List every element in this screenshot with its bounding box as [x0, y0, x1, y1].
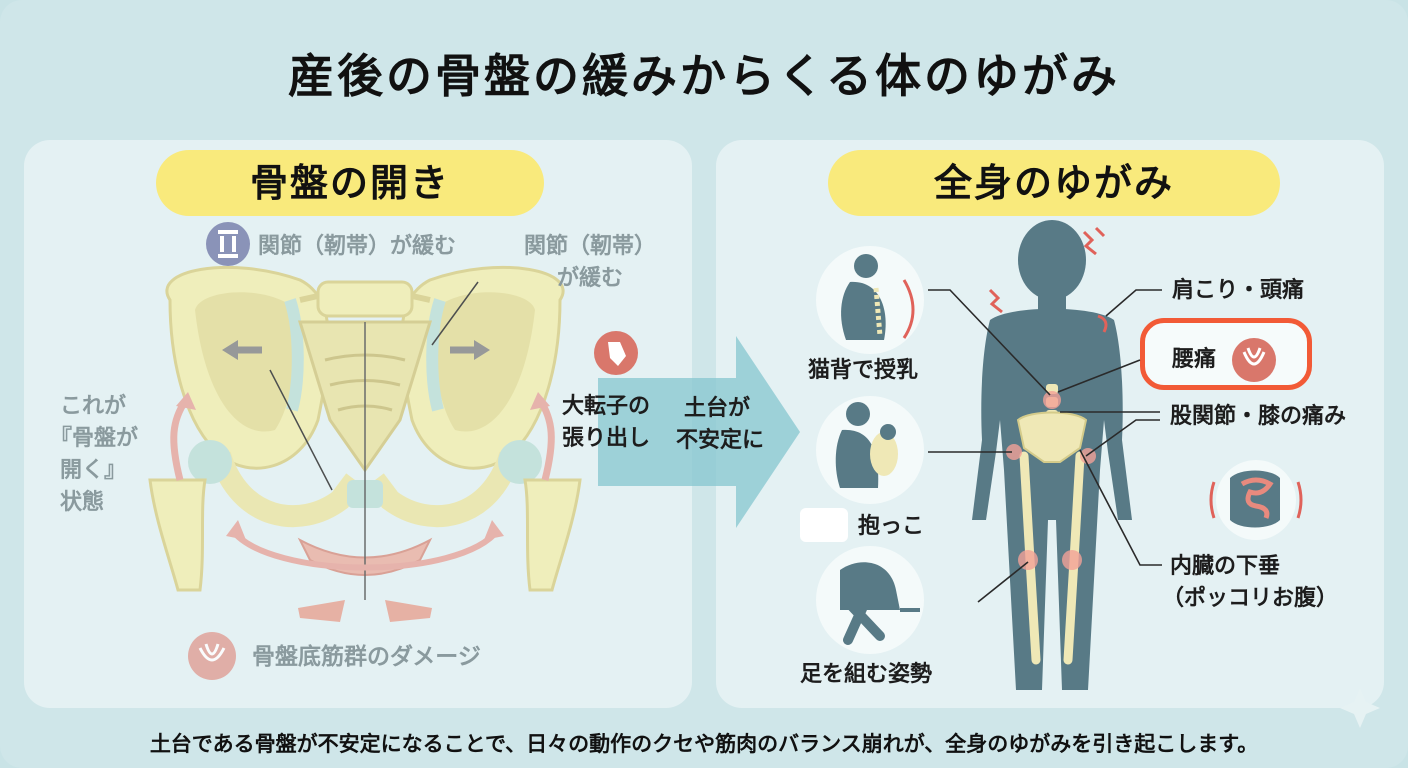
symptom-back: 腰痛	[1172, 347, 1217, 372]
arrow-label-2: 不安定に	[676, 428, 765, 453]
back-pain-icon	[1232, 338, 1276, 382]
ligament-label-right-1: 関節（靭帯）	[523, 234, 656, 259]
ligament-label-top: 関節（靭帯）が緩む	[258, 234, 457, 259]
joint-icon	[206, 222, 250, 266]
crossed-legs-icon	[816, 546, 924, 654]
symptom-hip-knee: 股関節・膝の痛み	[1170, 404, 1347, 429]
state-label-4: 状態	[60, 490, 105, 515]
pelvis-illustration	[148, 265, 582, 622]
symptom-shoulder: 肩こり・頭痛	[1172, 278, 1305, 303]
skeleton-overlay	[1006, 384, 1096, 665]
trochanter-label-1: 大転子の	[562, 394, 651, 419]
holding-baby-icon	[816, 396, 924, 504]
nursing-posture-icon	[816, 246, 924, 354]
pain-spark-icon	[988, 226, 1108, 333]
symptom-organs-2: （ポッコリお腹）	[1162, 586, 1339, 611]
ligament-label-right-2: が緩む	[556, 266, 623, 291]
posture-label-holding: 抱っこ	[858, 514, 925, 539]
right-panel-heading: 全身のゆがみ	[828, 150, 1280, 216]
pelvic-floor-label: 骨盤底筋群のダメージ	[252, 644, 481, 670]
symptom-organs-1: 内臓の下垂	[1170, 554, 1281, 579]
state-label-1: これが	[60, 394, 127, 419]
back-pain-highlight	[1140, 318, 1312, 390]
posture-label-nursing: 猫背で授乳	[808, 358, 919, 383]
foundation-arrow	[598, 336, 800, 528]
trochanter-label-2: 張り出し	[562, 426, 651, 451]
arrow-label-1: 土台が	[684, 396, 751, 421]
intestine-icon	[1209, 460, 1303, 540]
page-title: 産後の骨盤の緩みからくる体のゆがみ	[287, 49, 1121, 103]
hip-bone-icon	[594, 331, 638, 375]
left-panel-heading: 骨盤の開き	[156, 150, 544, 216]
pelvic-floor-icon	[188, 632, 236, 680]
posture-label-crossed-legs: 足を組む姿勢	[800, 662, 933, 687]
bottom-caption: 土台である骨盤が不安定になることで、日々の動作のクセや筋肉のバランス崩れが、全身…	[149, 732, 1259, 756]
state-label-3: 開く』	[60, 458, 127, 483]
body-silhouette	[972, 220, 1132, 690]
state-label-2: 『骨盤が	[50, 426, 139, 451]
